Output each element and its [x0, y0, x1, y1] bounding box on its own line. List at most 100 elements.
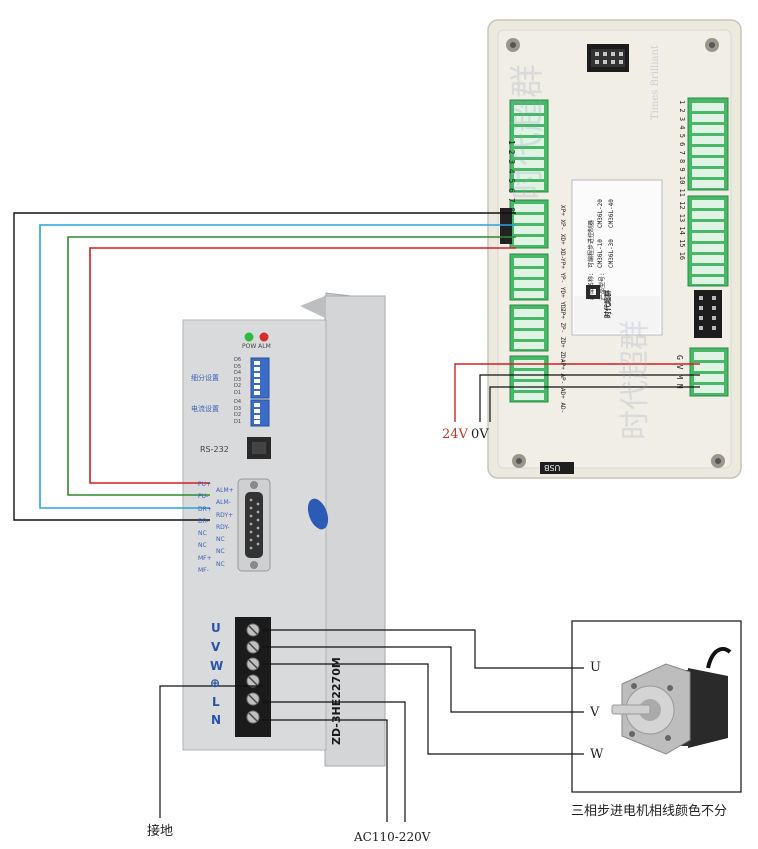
power-terminal-block: [689, 347, 729, 397]
wire-motor-v: [262, 646, 584, 713]
wire-ground: [159, 685, 262, 818]
product-name-label: 产品名称:: [588, 272, 595, 300]
model-option-2: CM36L-20: [597, 199, 604, 228]
signal-label: MF-: [198, 567, 209, 575]
motor-label-w: W: [590, 747, 604, 762]
wire-blue-dr: [39, 224, 516, 509]
wire-24v: [454, 363, 700, 422]
left-terminal-block-a: [509, 355, 549, 403]
signal-left-labels: PU+ PU- DR+ DR- NC NC MF+ MF-: [198, 479, 212, 577]
dip-label: D1: [234, 418, 242, 425]
dip-label: D3: [234, 376, 242, 383]
signal-label: NC: [216, 548, 225, 556]
right-terminal-block-upper: [687, 97, 729, 191]
controller-brand-name: 时代超群: [604, 290, 612, 318]
label-0v: 0V: [471, 427, 489, 442]
screw-hole-icon: [506, 38, 520, 52]
terminal-label-n: N: [211, 713, 222, 727]
screw-hole-icon: [705, 38, 719, 52]
left-terminal-block-io: [509, 99, 549, 193]
controller-header-connector: [694, 290, 722, 338]
wire-0v-1: [479, 374, 700, 422]
dip-subdiv-labels: D6 D5 D4 D3 D2 D1: [234, 357, 248, 396]
signal-label: ALM+: [216, 487, 234, 494]
signal-label: RDY-: [216, 523, 230, 531]
signal-label: NC: [198, 542, 207, 550]
driver-model: ZD-3HE2270M: [330, 657, 343, 745]
dip-label: D4: [234, 370, 242, 376]
signal-label: NC: [198, 530, 207, 538]
terminal-label-w: W: [210, 659, 224, 673]
wire-0v-2: [489, 386, 700, 422]
led-labels: POW ALM: [242, 343, 271, 350]
brand-logo-icon: [586, 285, 600, 299]
subdivision-label: 细分设置: [191, 374, 219, 382]
dip-label: D2: [234, 412, 242, 418]
watermark-cn-bottom: 时代超群: [618, 320, 653, 440]
terminal-label-l: L: [212, 695, 220, 709]
wire-green-pu: [67, 236, 516, 496]
signal-label: PU+: [198, 481, 212, 488]
axis-port-label-y: YP+ YP- YD+ YD-: [559, 258, 566, 313]
signal-label: PU-: [198, 493, 209, 501]
terminal-label-u: U: [211, 621, 221, 635]
dip-label: D2: [234, 383, 242, 389]
db15-signal-port[interactable]: [237, 478, 271, 572]
wire-red-pu: [89, 247, 516, 484]
driver-unit: [182, 292, 386, 767]
label-ground: 接地: [147, 824, 174, 839]
signal-label: MF+: [198, 554, 212, 562]
signal-right-labels: ALM+ ALM- RDY+ RDY- NC NC NC: [216, 485, 234, 571]
label-24v: 24V: [442, 427, 468, 442]
bottom-terminal-numbers: 1 2 3 4 5 6 7 8 9 10 11 12 13 14 15 16: [678, 100, 686, 261]
dip-label: D5: [234, 363, 242, 370]
wire-ac-l: [262, 701, 406, 822]
dip-current-labels: D4 D3 D2 D1: [234, 399, 248, 425]
watermark-cn-top: 时代超群: [508, 64, 548, 200]
signal-label: DR-: [198, 517, 209, 525]
stepper-motor-icon: [611, 647, 732, 755]
motor-label-v: V: [590, 705, 600, 720]
signal-label: NC: [216, 560, 225, 568]
screw-hole-icon: [512, 454, 526, 468]
terminal-label-v: V: [211, 640, 221, 654]
driver-power-terminal-block[interactable]: [235, 617, 271, 737]
right-terminal-block-lower: [687, 195, 729, 287]
axis-port-label-a: AP+ AP- AD+ AD-: [559, 359, 566, 414]
alm-led-icon: [259, 332, 269, 342]
model-option-3: CM36L-30: [608, 239, 615, 268]
label-ac-input: AC110-220V: [354, 830, 431, 844]
usb-label: USB: [544, 463, 561, 472]
motor-label-u: U: [590, 660, 601, 675]
wire-ac-n: [262, 719, 388, 822]
wire-black-dr: [13, 212, 516, 521]
model-option-1: CM36L-10: [597, 239, 604, 268]
wire-motor-u: [262, 629, 584, 669]
brand-badge-icon: [307, 498, 329, 530]
left-terminal-block-x: [500, 199, 549, 249]
axis-port-label-z: ZP+ ZP- ZD+ ZD-: [559, 308, 566, 363]
dip-label: D3: [234, 405, 242, 412]
axis-port-label-x: XP+ XP- XD+ XD-: [559, 205, 566, 260]
terminal-label-ground-icon: ⊕: [210, 676, 221, 690]
signal-label: DR+: [198, 505, 212, 513]
model-option-4: CM36L-40: [608, 199, 615, 228]
rs232-label: RS-232: [200, 445, 229, 454]
current-label: 电流设置: [191, 405, 219, 413]
pow-led-icon: [244, 332, 254, 342]
left-terminal-block-z: [509, 304, 549, 352]
screw-hole-icon: [711, 454, 725, 468]
motor-caption: 三相步进电机相线颜色不分: [571, 804, 728, 819]
signal-label: ALM-: [216, 499, 231, 507]
left-terminal-block-y: [509, 253, 549, 301]
dip-label: D6: [234, 357, 242, 363]
dip-label: D1: [234, 389, 242, 396]
power-terminal-labels: G V M N: [675, 355, 684, 389]
signal-label: NC: [216, 536, 225, 544]
product-name-value: 可编程步进控制器: [588, 219, 595, 268]
signal-label: RDY+: [216, 511, 234, 519]
dip-label: D4: [234, 399, 242, 405]
usb-port[interactable]: [540, 462, 574, 474]
watermark-en: Times Brilliant: [650, 45, 661, 120]
